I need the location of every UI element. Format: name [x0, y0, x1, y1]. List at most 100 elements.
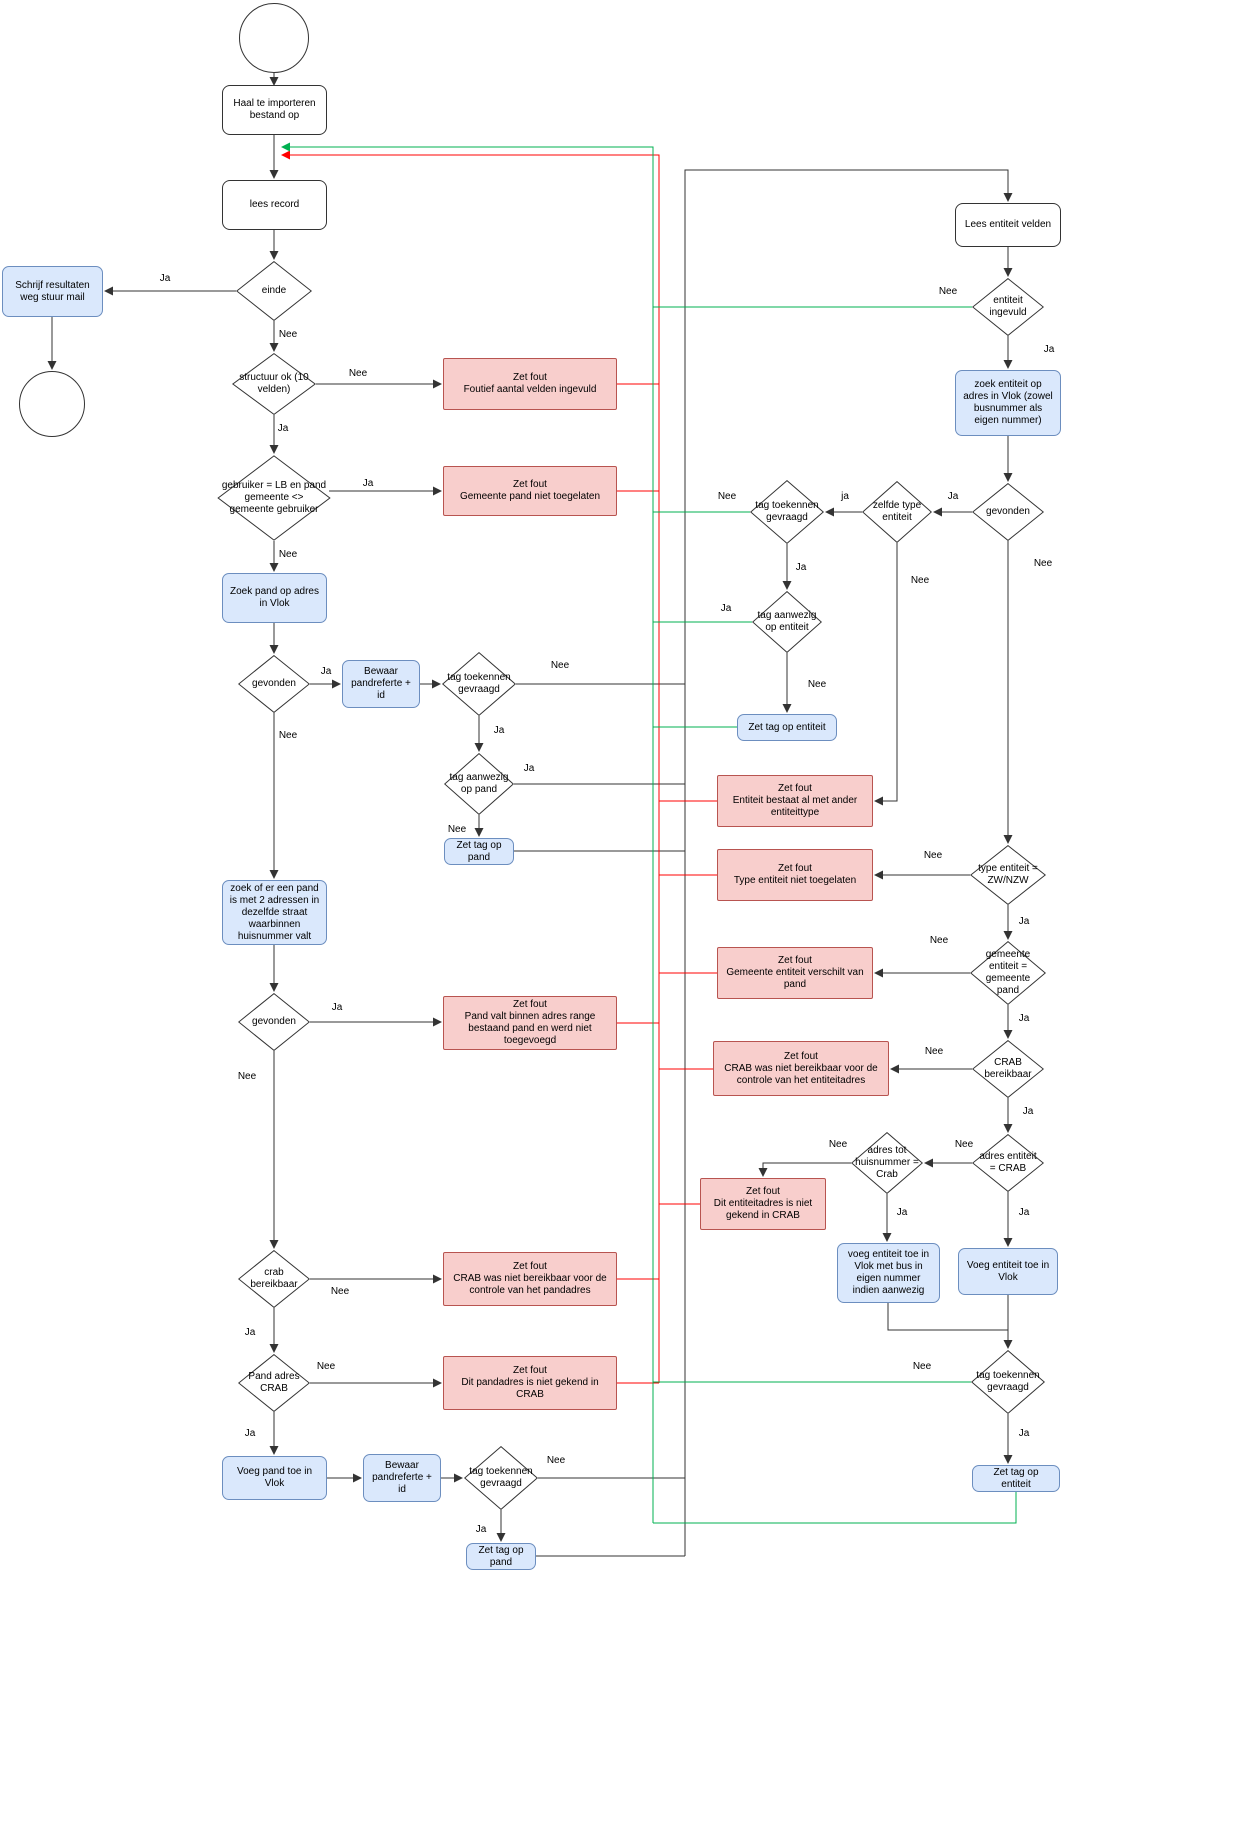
decision-tag-toekennen-4-label: tag toekennen gevraagd	[976, 1370, 1040, 1393]
error-entiteittype-title: Zet fout	[778, 783, 812, 794]
decision-zelfde-type-label: zelfde type entiteit	[872, 500, 922, 523]
decision-tag-toekennen-1-label: tag toekennen gevraagd	[447, 672, 511, 695]
decision-crab-bereikbaar-entiteit-label: CRAB bereikbaar	[984, 1057, 1032, 1080]
error-crab-pandadres-title: Zet fout	[513, 1261, 547, 1272]
diamond-shape	[238, 1250, 310, 1308]
edge-label-gevonden2-ja: Ja	[332, 1002, 343, 1013]
error-adres-range-body: Pand valt binnen adres range bestaand pa…	[464, 1011, 596, 1046]
decision-crab-bereikbaar-pand-label: crab bereikbaar	[250, 1267, 298, 1290]
decision-type-entiteit: type entiteit = ZW/NZW	[970, 845, 1046, 905]
decision-pand-adres-crab-label: Pand adres CRAB	[248, 1371, 300, 1394]
decision-adres-tot-huisnummer: adres tot huisnummer = Crab	[851, 1132, 923, 1194]
action-zoek-pand-label: Zoek pand op adres in Vlok	[230, 586, 319, 609]
error-foutief-aantal-velden-body: Foutief aantal velden ingevuld	[463, 384, 597, 395]
error-crab-entiteitadres-body: CRAB was niet bereikbaar voor de control…	[724, 1062, 878, 1086]
error-gemeente-pand-body: Gemeente pand niet toegelaten	[459, 491, 601, 502]
edge-label-adresentiteit-ja: Ja	[1019, 1207, 1030, 1218]
error-gemeente-pand: Zet fout Gemeente pand niet toegelaten	[443, 466, 617, 516]
edge-label-crab2-nee: Nee	[925, 1046, 944, 1057]
edge-label-tagtoekennen1-ja: Ja	[494, 725, 505, 736]
action-voeg-entiteit-bus-label: voeg entiteit toe in Vlok met bus in eig…	[847, 1249, 930, 1296]
decision-tag-aanwezig-pand-label: tag aanwezig op pand	[449, 772, 509, 795]
diamond-shape	[217, 455, 331, 541]
decision-gevonden-range: gevonden	[238, 993, 310, 1051]
diamond-shape	[444, 753, 514, 815]
process-lees-record-label: lees record	[249, 199, 300, 210]
edge-label-tagtoekennen2-nee: Nee	[547, 1455, 566, 1466]
error-entiteittype-body: Entiteit bestaat al met ander entiteitty…	[732, 795, 858, 818]
action-voeg-entiteit-label: Voeg entiteit toe in Vlok	[966, 1259, 1050, 1283]
decision-adres-entiteit-crab-label: adres entiteit = CRAB	[979, 1151, 1037, 1174]
edge-labels: Ja Nee Nee Ja Ja Nee Ja Nee Ja Ja Nee Ne…	[158, 272, 1056, 1537]
decision-tag-toekennen-4: tag toekennen gevraagd	[971, 1350, 1045, 1414]
edge-label-adreshuisnummer-nee: Nee	[829, 1139, 848, 1150]
action-zoek-entiteit-label: zoek entiteit op adres in Vlok (zowel bu…	[963, 379, 1053, 426]
action-voeg-pand-toe-label: Voeg pand toe in Vlok	[236, 1466, 313, 1489]
start-terminator	[239, 3, 309, 73]
diamond-shape	[464, 1446, 538, 1510]
error-entiteitadres-crab-body: Dit entiteitadres is niet gekend in CRAB	[713, 1198, 813, 1221]
edge-label-gevonden1-ja: Ja	[321, 666, 332, 677]
edge-label-entiteitingevuld-nee: Nee	[939, 286, 958, 297]
edge-label-gevonden3-ja: Ja	[948, 491, 959, 502]
edge-label-tagaanwezigentiteit-nee: Nee	[808, 679, 827, 690]
action-zoek-pand: Zoek pand op adres in Vlok	[222, 573, 327, 623]
action-voeg-entiteit-bus: voeg entiteit toe in Vlok met bus in eig…	[837, 1243, 940, 1303]
decision-gevonden-entiteit-label: gevonden	[986, 506, 1030, 517]
decision-crab-bereikbaar-pand: crab bereikbaar	[238, 1250, 310, 1308]
error-adres-range: Zet fout Pand valt binnen adres range be…	[443, 996, 617, 1050]
action-voeg-pand-toe: Voeg pand toe in Vlok	[222, 1456, 327, 1500]
decision-tag-toekennen-2-label: tag toekennen gevraagd	[469, 1466, 533, 1489]
error-gemeente-pand-title: Zet fout	[513, 479, 547, 490]
error-crab-pandadres: Zet fout CRAB was niet bereikbaar voor d…	[443, 1252, 617, 1306]
action-zet-tag-entiteit-1: Zet tag op entiteit	[737, 714, 837, 741]
diamond-shape	[442, 652, 516, 716]
action-bewaar-pandreferte-1-label: Bewaar pandreferte + id	[351, 666, 411, 701]
decision-zelfde-type: zelfde type entiteit	[862, 481, 932, 543]
decision-gevonden-entiteit: gevonden	[972, 483, 1044, 541]
action-voeg-entiteit: Voeg entiteit toe in Vlok	[958, 1248, 1058, 1295]
diamond-shape	[862, 481, 932, 543]
error-crab-pandadres-body: CRAB was niet bereikbaar voor de control…	[453, 1273, 607, 1296]
diamond-shape	[971, 1350, 1045, 1414]
edge-label-adreshuisnummer-ja: Ja	[897, 1207, 908, 1218]
edge-label-tagtoekennen4-ja: Ja	[1019, 1428, 1030, 1439]
edge-label-gemeente-nee: Nee	[930, 935, 949, 946]
decision-tag-aanwezig-entiteit: tag aanwezig op entiteit	[752, 591, 822, 653]
error-pandadres-crab-body: Dit pandadres is niet gekend in CRAB	[461, 1377, 599, 1400]
action-bewaar-pandreferte-2-label: Bewaar pandreferte + id	[372, 1460, 432, 1495]
edge-label-tagtoekennen4-nee: Nee	[913, 1361, 932, 1372]
edge-label-crab1-nee: Nee	[331, 1286, 350, 1297]
error-entiteitadres-crab: Zet fout Dit entiteitadres is niet geken…	[700, 1178, 826, 1230]
decision-entiteit-ingevuld: entiteit ingevuld	[972, 278, 1044, 336]
error-foutief-aantal-velden: Zet fout Foutief aantal velden ingevuld	[443, 358, 617, 410]
decision-tag-toekennen-3-label: tag toekennen gevraagd	[755, 500, 819, 523]
diamond-shape	[970, 941, 1046, 1005]
error-foutief-aantal-velden-title: Zet fout	[513, 372, 547, 383]
diamond-shape	[972, 1134, 1044, 1192]
decision-type-entiteit-label: type entiteit = ZW/NZW	[978, 863, 1038, 886]
error-pandadres-crab: Zet fout Dit pandadres is niet gekend in…	[443, 1356, 617, 1410]
edge-label-crab1-ja: Ja	[245, 1327, 256, 1338]
edge-label-einde-nee: Nee	[279, 329, 298, 340]
decision-tag-toekennen-2: tag toekennen gevraagd	[464, 1446, 538, 1510]
edge-label-tagaanwezigentiteit-ja: Ja	[721, 603, 732, 614]
process-haal-bestand-label: Haal te importeren bestand op	[233, 98, 316, 121]
action-zet-tag-entiteit-1-label: Zet tag op entiteit	[748, 721, 826, 733]
error-pandadres-crab-title: Zet fout	[513, 1365, 547, 1376]
diamond-shape	[972, 1040, 1044, 1098]
diamond-shape	[232, 353, 316, 415]
edge-label-tagtoekennen3-ja: Ja	[796, 562, 807, 573]
error-type-entiteit-title: Zet fout	[778, 863, 812, 874]
edge-label-tagaanwezigpand-nee: Nee	[448, 824, 467, 835]
action-zoek-pand-2-adressen: zoek of er een pand is met 2 adressen in…	[222, 880, 327, 945]
decision-structuur-ok-label: structuur ok (10 velden)	[239, 372, 309, 395]
error-entiteitadres-crab-title: Zet fout	[746, 1186, 780, 1197]
diamond-shape	[238, 993, 310, 1051]
decision-adres-entiteit-crab: adres entiteit = CRAB	[972, 1134, 1044, 1192]
action-zet-tag-entiteit-2: Zet tag op entiteit	[972, 1465, 1060, 1492]
diamond-shape	[972, 278, 1044, 336]
diamond-shape	[238, 655, 310, 713]
edge-label-einde-ja: Ja	[160, 273, 171, 284]
